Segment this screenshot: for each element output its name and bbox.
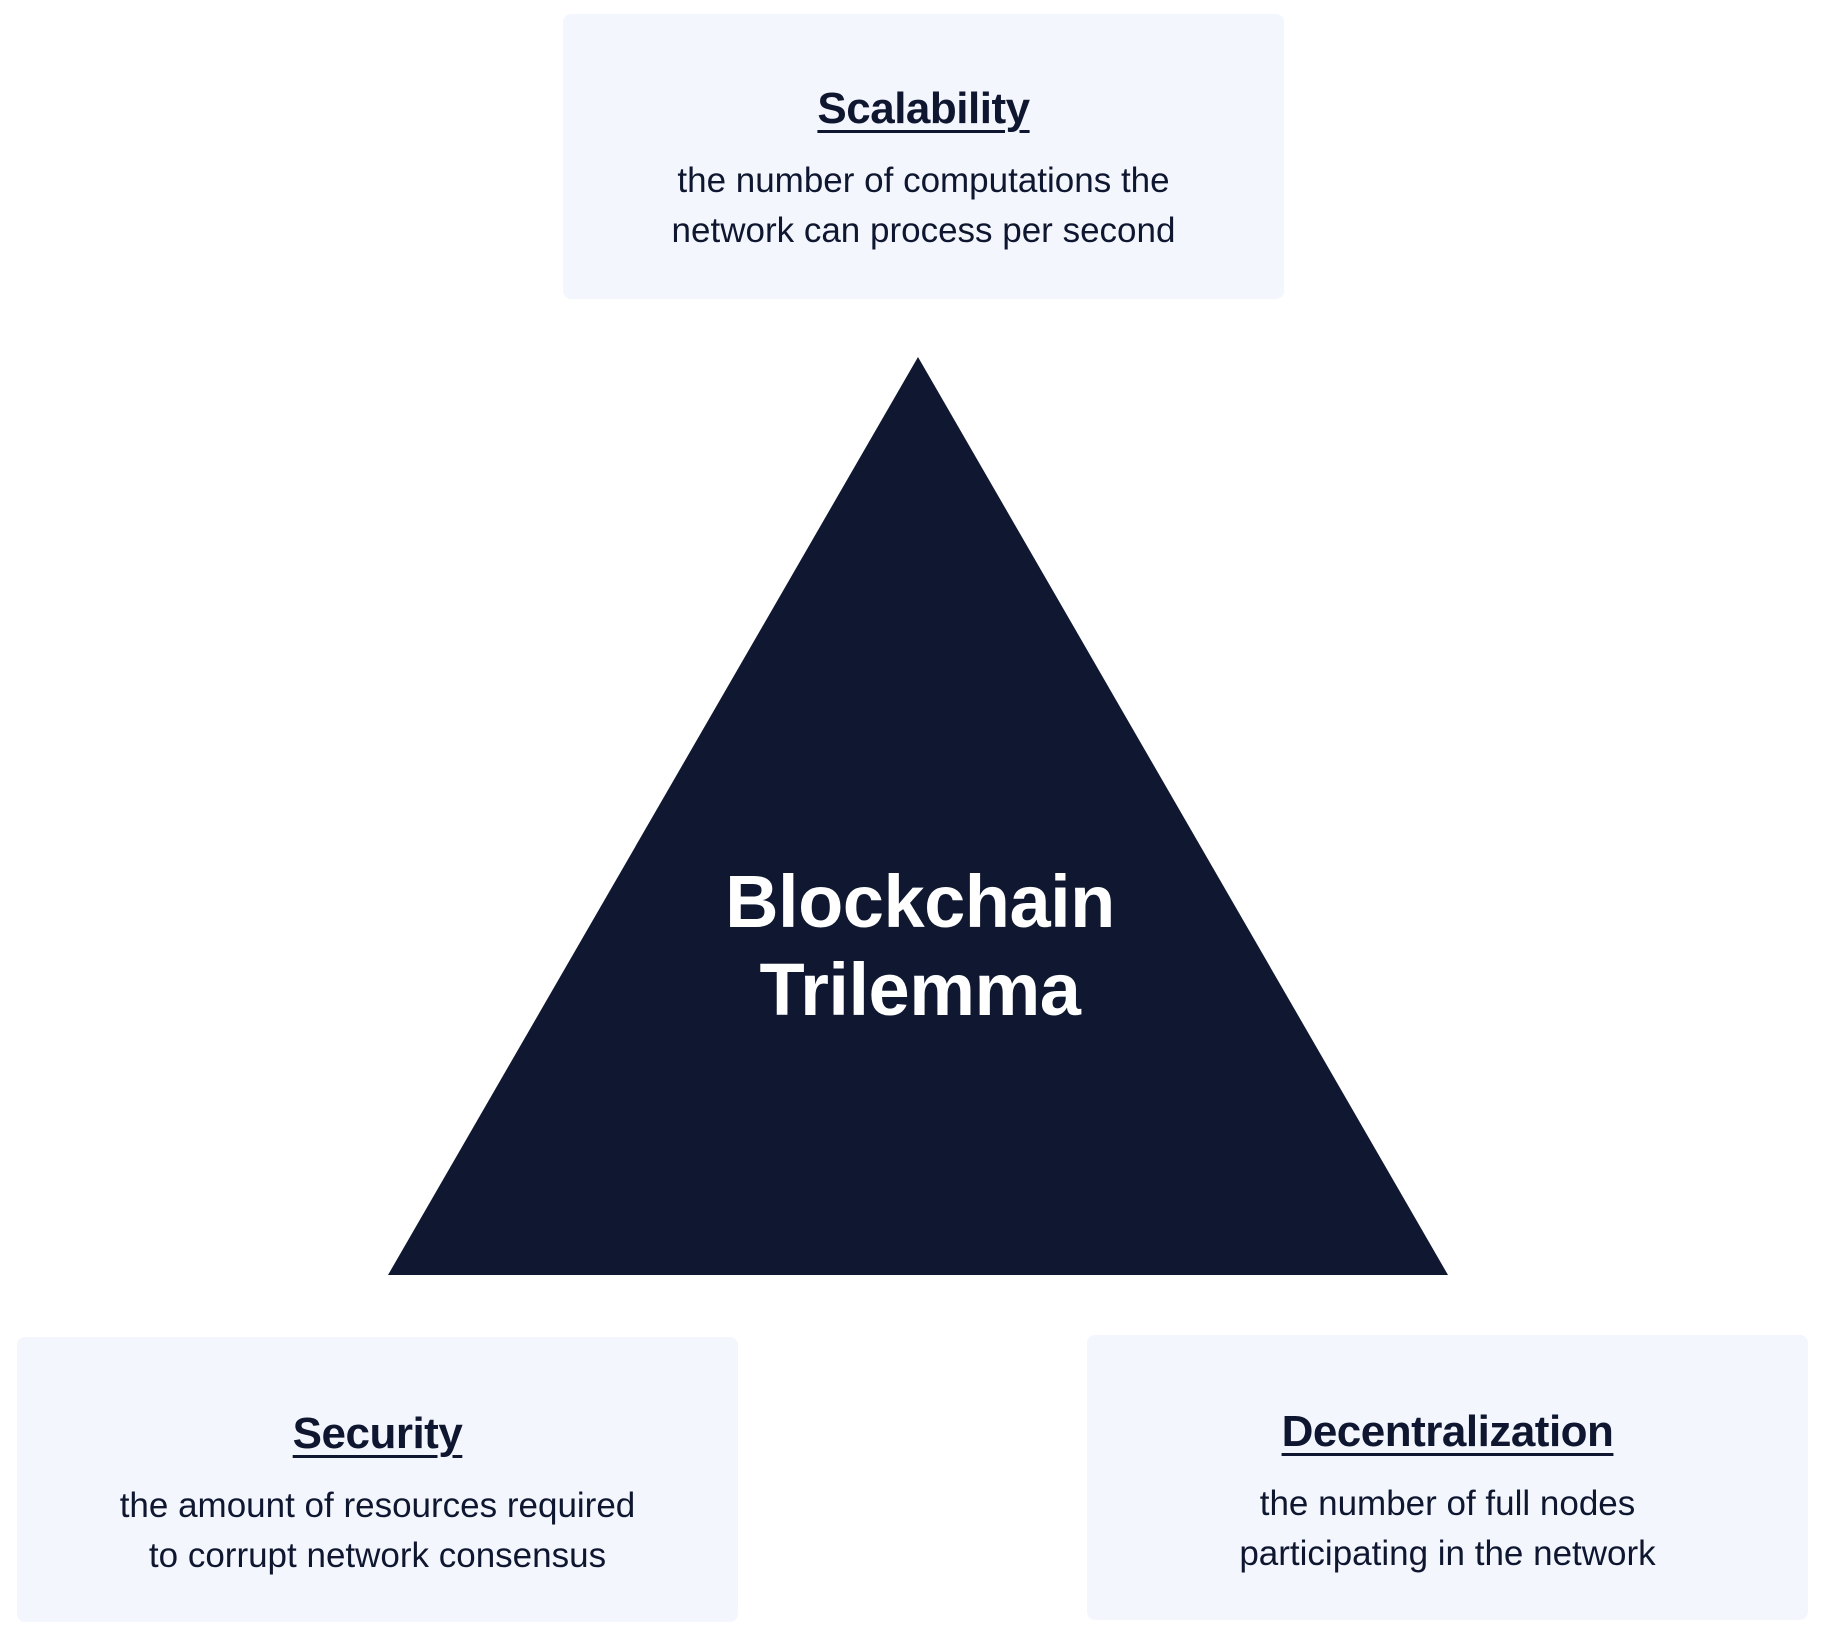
scalability-card: Scalability the number of computations t… xyxy=(563,14,1284,299)
security-description: the amount of resources required to corr… xyxy=(17,1481,738,1581)
scalability-description-line-1: the number of computations the xyxy=(677,161,1170,200)
center-title-line-1: Blockchain xyxy=(725,860,1115,943)
decentralization-description: the number of full nodes participating i… xyxy=(1087,1479,1808,1579)
center-title-line-2: Trilemma xyxy=(759,948,1081,1031)
security-card: Security the amount of resources require… xyxy=(17,1337,738,1622)
decentralization-description-line-1: the number of full nodes xyxy=(1259,1484,1636,1523)
trilemma-triangle xyxy=(388,357,1448,1275)
decentralization-description-line-2: participating in the network xyxy=(1239,1534,1656,1573)
security-description-line-2: to corrupt network consensus xyxy=(148,1536,607,1575)
scalability-description-line-2: network can process per second xyxy=(671,211,1176,250)
center-title: Blockchain Trilemma xyxy=(620,858,1220,1034)
decentralization-title: Decentralization xyxy=(1281,1407,1614,1456)
scalability-title: Scalability xyxy=(817,84,1030,133)
security-title: Security xyxy=(292,1409,463,1458)
security-description-line-1: the amount of resources required xyxy=(119,1486,636,1525)
scalability-description: the number of computations the network c… xyxy=(563,156,1284,256)
decentralization-card: Decentralization the number of full node… xyxy=(1087,1335,1808,1620)
